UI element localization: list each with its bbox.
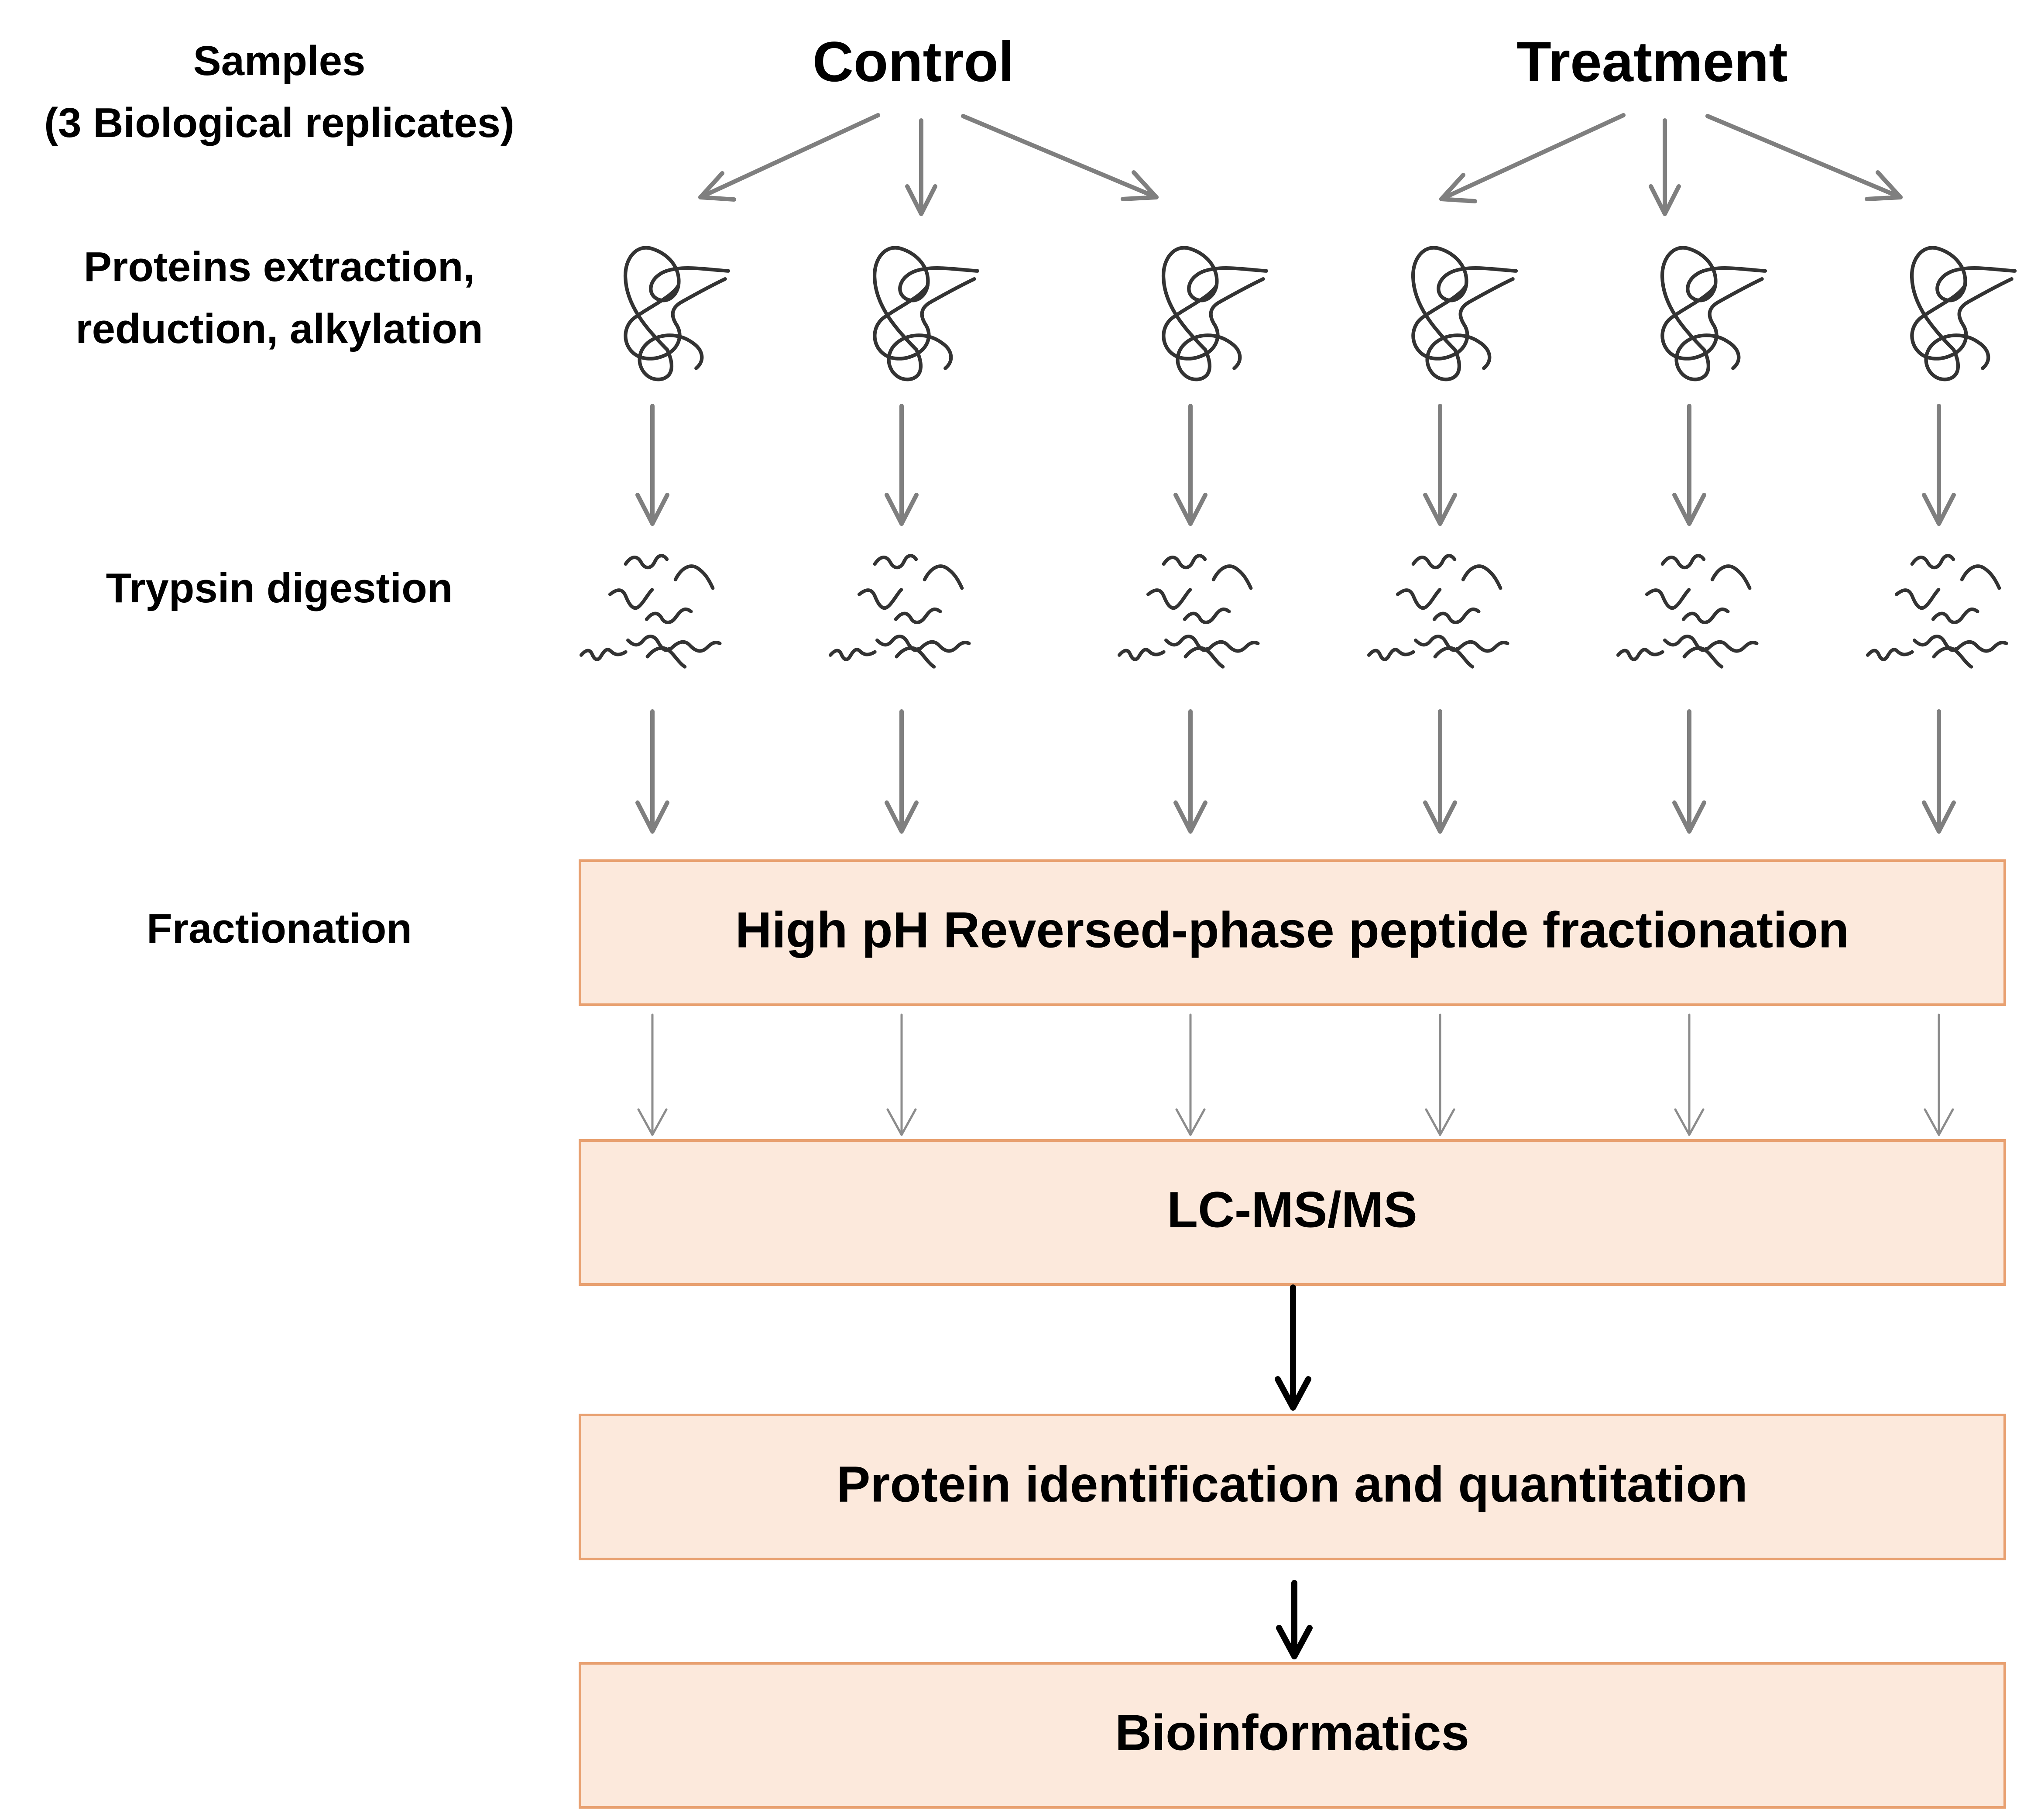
fraction-to-lcms-arrow xyxy=(1425,1013,1455,1136)
identification-box-rect xyxy=(579,1414,2006,1560)
fanout-arrow xyxy=(1649,118,1681,216)
protein-to-peptides-arrow xyxy=(1423,404,1457,526)
peptides-to-fractionation-arrow xyxy=(885,709,919,834)
folded-protein-icon xyxy=(1413,248,1516,380)
control-replicate-2-column xyxy=(830,248,978,834)
lcms-box: LC-MS/MS xyxy=(579,1139,2006,1286)
treatment-replicate-3-column xyxy=(1868,248,2015,834)
protein-to-peptides-arrow xyxy=(885,404,919,526)
identification-to-bioinformatics-arrow xyxy=(1276,1580,1313,1659)
fraction-to-lcms-arrow xyxy=(1924,1013,1954,1136)
peptides-to-fractionation-arrow xyxy=(1672,709,1706,834)
peptide-fragments-icon xyxy=(1618,556,1757,667)
control-fanout-arrows xyxy=(698,113,1159,216)
fraction-to-lcms-arrow xyxy=(1674,1013,1705,1136)
fraction-to-lcms-arrow xyxy=(637,1013,668,1136)
identification-box-text: Protein identification and quantitation xyxy=(837,1456,1748,1513)
fraction-to-lcms-arrow xyxy=(1175,1013,1206,1136)
folded-protein-icon xyxy=(875,248,978,380)
digestion-label: Trypsin digestion xyxy=(106,565,453,611)
peptide-fragments-icon xyxy=(1369,556,1508,667)
group-label-control: Control xyxy=(813,30,1014,93)
peptides-to-fractionation-arrow xyxy=(1922,709,1956,834)
protein-to-peptides-arrow xyxy=(1672,404,1706,526)
group-label-treatment: Treatment xyxy=(1516,30,1787,93)
lcms-to-identification-arrow xyxy=(1275,1284,1311,1411)
fractionation-label: Fractionation xyxy=(147,905,412,952)
fractionation-box-text: High pH Reversed-phase peptide fractiona… xyxy=(735,902,1849,958)
peptides-to-fractionation-arrow xyxy=(1173,709,1207,834)
control-replicate-1-column xyxy=(581,248,728,834)
peptide-fragments-icon xyxy=(581,556,720,667)
treatment-replicate-2-column xyxy=(1618,248,1765,834)
bioinformatics-box-rect xyxy=(579,1662,2006,1809)
fractionation-box-rect xyxy=(579,859,2006,1006)
fanout-arrow xyxy=(1439,113,1626,203)
lcms-box-text: LC-MS/MS xyxy=(1167,1181,1417,1238)
bioinformatics-box-text: Bioinformatics xyxy=(1115,1704,1469,1761)
fanout-arrow xyxy=(961,114,1159,201)
folded-protein-icon xyxy=(1163,248,1266,380)
control-replicate-3-column xyxy=(1119,248,1266,834)
fractionation-box: High pH Reversed-phase peptide fractiona… xyxy=(579,859,2006,1006)
fanout-arrow xyxy=(698,113,880,202)
folded-protein-icon xyxy=(1912,248,2015,380)
replicate-columns xyxy=(581,248,2015,834)
protein-to-peptides-arrow xyxy=(1173,404,1207,526)
samples-sublabel: (3 Biological replicates) xyxy=(44,100,515,146)
extraction-label: Proteins extraction, xyxy=(84,244,475,290)
fraction-to-lcms-arrow xyxy=(886,1013,917,1136)
peptide-fragments-icon xyxy=(1868,556,2007,667)
protein-to-peptides-arrow xyxy=(635,404,669,526)
bioinformatics-box: Bioinformatics xyxy=(579,1662,2006,1809)
identification-box: Protein identification and quantitation xyxy=(579,1414,2006,1560)
treatment-replicate-1-column xyxy=(1369,248,1516,834)
fanout-arrow xyxy=(1705,114,1903,201)
peptides-to-fractionation-arrow xyxy=(635,709,669,834)
extraction-sublabel: reduction, alkylation xyxy=(75,306,483,352)
protein-to-peptides-arrow xyxy=(1922,404,1956,526)
folded-protein-icon xyxy=(625,248,728,380)
fanout-arrow xyxy=(905,118,937,216)
folded-protein-icon xyxy=(1662,248,1765,380)
samples-label: Samples xyxy=(193,38,366,84)
peptides-to-fractionation-arrow xyxy=(1423,709,1457,834)
lcms-box-rect xyxy=(579,1139,2006,1286)
peptide-fragments-icon xyxy=(1119,556,1258,667)
fraction-arrows xyxy=(637,1013,1954,1136)
peptide-fragments-icon xyxy=(830,556,969,667)
treatment-fanout-arrows xyxy=(1439,113,1903,216)
